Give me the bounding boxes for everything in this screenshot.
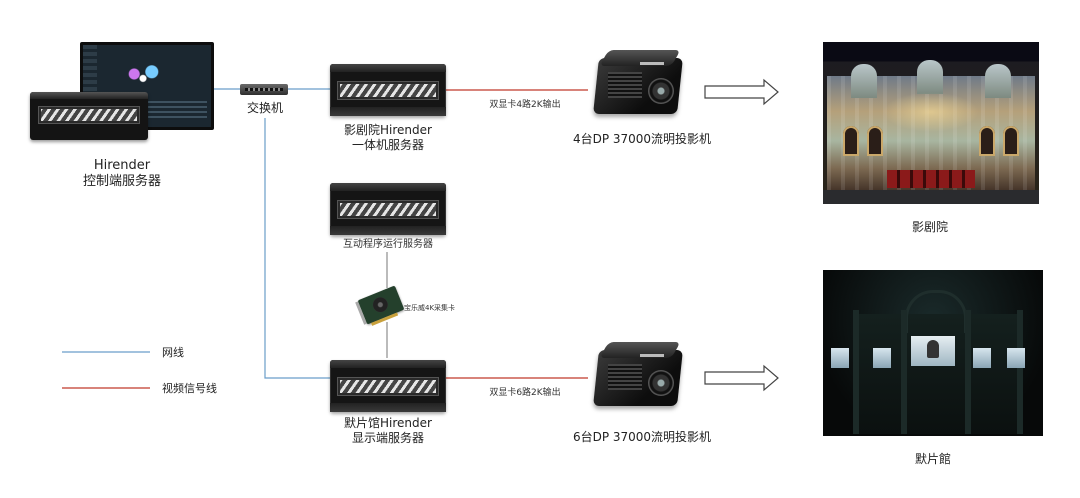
interactive-server-label: 互动程序运行服务器 <box>343 239 433 250</box>
arrow-to-theater <box>704 78 779 106</box>
capture-card-label: 宝乐威4K采集卡 <box>404 304 456 312</box>
silent-server-line2: 显示端服务器 <box>351 431 424 445</box>
silent-server-label: 默片馆Hirender 显示端服务器 <box>318 416 458 446</box>
legend-video-label: 视频信号线 <box>162 382 217 395</box>
theater-server-line2: 一体机服务器 <box>351 138 424 152</box>
switch-label: 交换机 <box>246 101 283 115</box>
silent-server <box>330 360 446 412</box>
control-server-name: Hirender <box>93 158 151 173</box>
silent-film-hall-photo <box>823 270 1043 436</box>
theater-photo <box>823 42 1039 204</box>
network-switch <box>240 84 288 95</box>
theater-server-line1: 影剧院Hirender <box>344 123 432 137</box>
theater-projector <box>590 48 688 120</box>
legend-network-label: 网线 <box>162 346 184 359</box>
arrow-to-silent <box>704 364 779 392</box>
control-server-label: Hirender 控制端服务器 <box>62 158 182 190</box>
interactive-server <box>330 183 446 235</box>
theater-server-label: 影剧院Hirender 一体机服务器 <box>318 123 458 153</box>
control-server-chassis <box>30 92 148 140</box>
theater-output-label: 双显卡4路2K输出 <box>489 100 561 110</box>
control-server-desc: 控制端服务器 <box>82 174 161 189</box>
silent-projectors-label: 6台DP 37000流明投影机 <box>572 430 712 444</box>
silent-server-line1: 默片馆Hirender <box>344 416 432 430</box>
net-line-switch-silent <box>264 118 332 379</box>
silent-output-label: 双显卡6路2K输出 <box>489 388 561 398</box>
silent-venue-label: 默片館 <box>914 452 951 466</box>
theater-server <box>330 64 446 116</box>
silent-projector <box>590 340 688 412</box>
theater-projectors-label: 4台DP 37000流明投影机 <box>572 132 712 146</box>
theater-venue-label: 影剧院 <box>911 220 948 234</box>
